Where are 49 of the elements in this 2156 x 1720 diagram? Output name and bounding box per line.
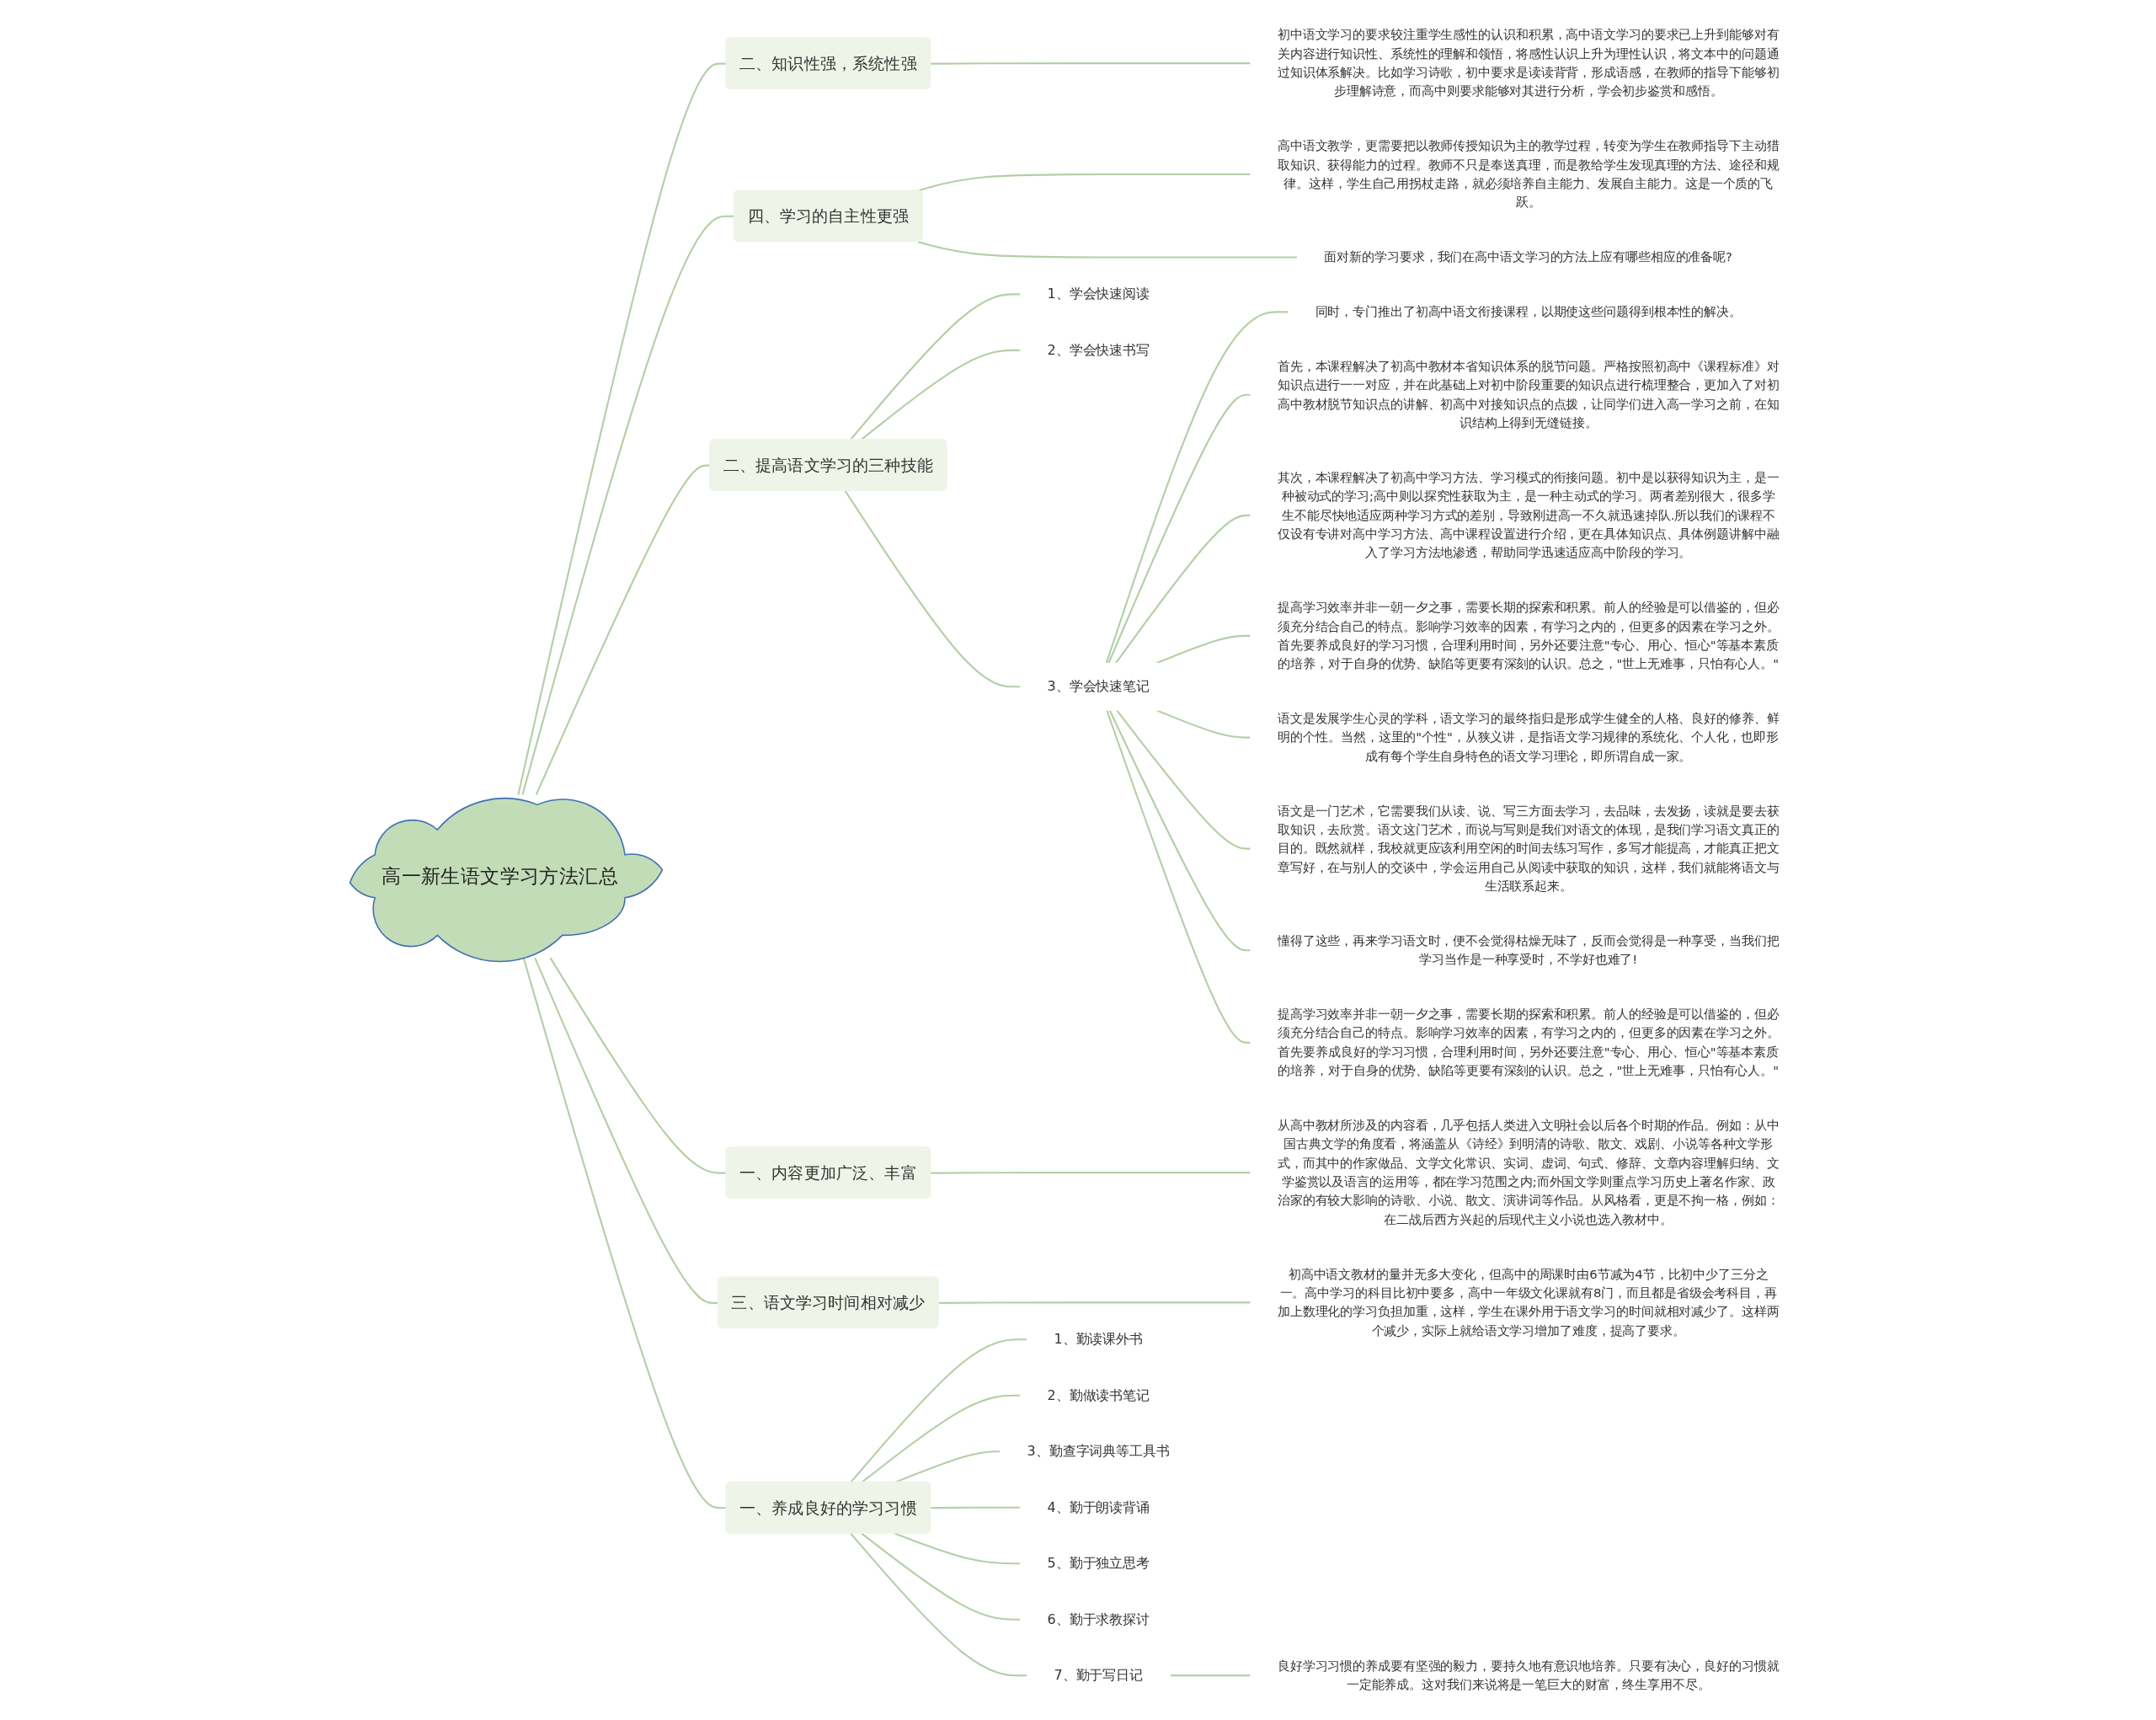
connector [549, 957, 727, 1174]
node-text: 4、勤于朗读背诵 [1047, 1498, 1150, 1516]
connector [894, 1450, 1001, 1483]
connector [522, 957, 727, 1509]
connector [861, 1394, 1021, 1483]
node-text: 提高学习效率并非一朝一夕之事，需要长期的探索和积累。前人的经验是可以借鉴的，但必须充分结合自己的特点。影响学习效率的因素，有学习之内的，但更多的因素在学习之外。首先要养成良好的学习习惯，合理利用时间，另外还要注意"专心、用心、恒心"等基本素质的培养，对于自身的优势、缺陷等更要有深刻的认识。总之，"世上无难事，只怕有心人。" [1277, 600, 1780, 671]
node-text: 首先，本课程解决了初高中教材本省知识体系的脱节问题。严格按照初高中《课程标准》对知识点进行一一对应，并在此基础上对初中阶段重要的知识点进行梳理整合，更加入了对初高中教材脱节知识点的讲解、初高中对接知识点的点拨，让同学们进入高一学习之前，在知识结构上得到无缝链接。 [1277, 359, 1780, 430]
node-text: 语文是一门艺术，它需要我们从读、说、写三方面去学习，去品味，去发扬，读就是要去获取知识，去欣赏。语文这门艺术，而说与写则是我们对语文的体现，是我们学习语文真正的目的。既然就样，我校就更应该利用空闲的时间去练习写作，多写才能提高，才能真正把文章写好，在与别人的交谈中，学会运用自己从阅读中获取的知识，这样，我们就能将语文与生活联系起来。 [1277, 803, 1780, 894]
node-text: 提高学习效率并非一朝一夕之事，需要长期的探索和积累。前人的经验是可以借鉴的，但必须充分结合自己的特点。影响学习效率的因素，有学习之内的，但更多的因素在学习之外。首先要养成良好的学习习惯，合理利用时间，另外还要注意"专心、用心、恒心"等基本素质的培养，对于自身的优势、缺陷等更要有深刻的认识。总之，"世上无难事，只怕有心人。" [1277, 1007, 1780, 1078]
connector [1108, 709, 1251, 952]
node-text: 面对新的学习要求，我们在高中语文学习的方法上应有哪些相应的准备呢? [1324, 249, 1732, 264]
connector [917, 174, 1251, 192]
node-text: 1、勤读课外书 [1054, 1331, 1144, 1348]
node-text: 2、学会快速书写 [1047, 341, 1150, 359]
node-text: 2、勤做读书笔记 [1047, 1386, 1150, 1404]
node-text: 初中语文学习的要求较注重学生感性的认识和积累，高中语文学习的要求已上升到能够对有关内容进行知识性、系统性的理解和领悟，将感性认识上升为理性认识，将文本中的问题通过知识体系解决。比如学习诗歌，初中要求是读读背背，形成语感，在教师的指导下能够初步理解诗意，而高中则要求能够对其进行分析，学会初步鉴赏和感悟。 [1277, 27, 1780, 99]
connector [850, 1338, 1027, 1483]
node-text: 3、勤查字词典等工具书 [1027, 1443, 1171, 1460]
node-text: 语文是发展学生心灵的学科，语文学习的最终指归是形成学生健全的人格、良好的修养、鲜明的个性。当然，这里的"个性"，从狭义讲，是指语文学习规律的系统化、个人化，也即形成有每个学生自身特色的语文学习理论，即所谓自成一家。 [1277, 711, 1780, 763]
connector [517, 62, 727, 795]
connector [1170, 1675, 1251, 1677]
node-text: 从高中教材所涉及的内容看，几乎包括人类进入文明社会以后各个时期的作品。例如：从中国古典文学的角度看，将涵盖从《诗经》到明清的诗歌、散文、戏剧、小说等各种文学形式，而其中的作家做品、文学文化常识、实词、虚词、句式、修辞、文章内容理解归纳、文学鉴赏以及语言的运用等，都在学习范围之内;而外国文学则重点学习历史上著名作家、政治家的有较大影响的诗歌、小说、散文、演讲词等作品。从风格看，更是不拘一格，例如：在二战后西方兴起的后现代主义小说也选入教材中。 [1277, 1118, 1780, 1226]
connector [1106, 709, 1251, 1044]
node-text: 5、勤于独立思考 [1047, 1555, 1150, 1572]
connector [844, 490, 1021, 688]
connector [1155, 634, 1251, 665]
node-text: 高中语文教学，更需要把以教师传授知识为主的教学过程，转变为学生在教师指导下主动猎取知识、获得能力的过程。教师不只是奉送真理，而是教给学生发现真理的方法、途径和规律。这样，学生自己用拐杖走路，就必须培养自主能力、发展自主能力。这是一个质的飞跃。 [1277, 138, 1780, 210]
connector [931, 1506, 1021, 1509]
node-text: 其次，本课程解决了初高中学习方法、学习模式的衔接问题。初中是以获得知识为主，是一种被动式的学习;高中则以探究性获取为主，是一种主动式的学习。两者差别很大，很多学生不能尽快地适应两种学习方式的差别，导致刚进高一不久就迅速掉队.所以我们的课程不仅设有专讲对高中学习方法、高中课程设置进行介绍，更在具体知识点、具体例题讲解中融入了学习方法地渗透，帮助同学迅速适应高中阶段的学习。 [1277, 470, 1780, 560]
node-text: 3、学会快速笔记 [1047, 678, 1150, 695]
connector [917, 241, 1298, 259]
node-text: 7、勤于写日记 [1054, 1667, 1144, 1684]
node-text: 1、学会快速阅读 [1047, 286, 1150, 302]
node-text: 同时，专门推出了初高中语文衔接课程，以期使这些问题得到根本性的解决。 [1315, 304, 1742, 319]
connector [931, 62, 1251, 65]
connector [938, 1301, 1251, 1304]
connector [1107, 393, 1251, 664]
node-text: 良好学习习惯的养成要有坚强的毅力，要持久地有意识地培养。只要有决心，良好的习惯就一定能养成。这对我们来说将是一笔巨大的财富，终生享用不尽。 [1277, 1658, 1780, 1692]
node-text: 6、勤于求教探讨 [1047, 1610, 1150, 1627]
connector [1114, 514, 1251, 664]
node-text: 初高中语文教材的量并无多大变化，但高中的周课时由6节减为4节，比初中少了三分之一。高中学习的科目比初中要多，高中一年级文化课就有8门，而且都是省级会考科目，再加上数理化的学习负担加重，这样，学生在课外用于语文学习的时间就相对减少了。这样两个减少，实际上就给语文学习增加了难度，提高了要求。 [1277, 1266, 1780, 1338]
connector [931, 1172, 1251, 1174]
connector [1116, 709, 1251, 850]
connector [850, 1532, 1027, 1677]
connector [894, 1532, 1021, 1565]
connector [861, 1532, 1021, 1621]
node-text: 懂得了这些，再来学习语文时，便不会觉得枯燥无味了，反而会觉得是一种享受，当我们把学习当作是一种享受时，不学好也难了! [1277, 933, 1780, 967]
connector [1105, 311, 1289, 664]
connector [1155, 709, 1251, 739]
